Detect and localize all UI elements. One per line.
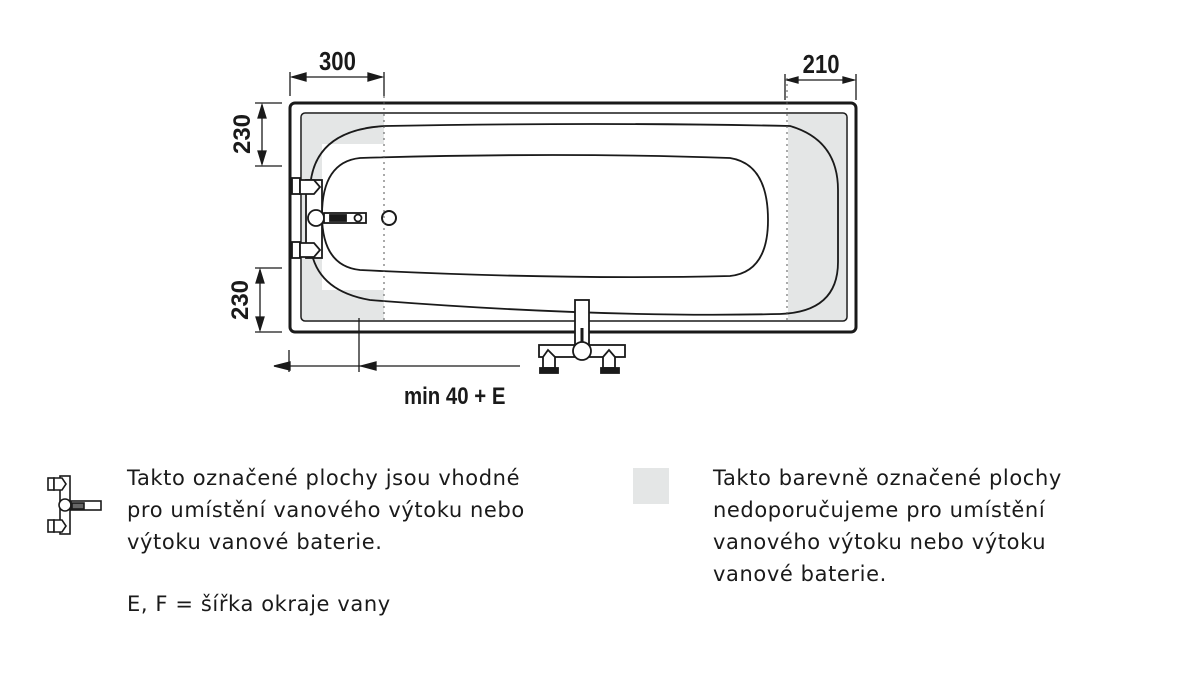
- legend-suitable-line-2: pro umístění vanového výtoku nebo: [127, 498, 525, 522]
- bathtub: [288, 101, 858, 334]
- legend-suitable-text: Takto označené plochy jsou vhodné pro um…: [127, 462, 525, 558]
- faucet-icon: [47, 475, 102, 535]
- basin-inner: [321, 154, 769, 279]
- legend-suitable-line-3: výtoku vanové baterie.: [127, 530, 383, 554]
- drain-icon: [381, 210, 397, 226]
- dim-label-210: 210: [803, 50, 840, 79]
- legend-not-recommended-text: Takto barevně označené plochy nedoporuču…: [713, 462, 1062, 590]
- legend-note-text: E, F = šířka okraje vany: [127, 592, 391, 616]
- dim-label-300: 300: [319, 47, 356, 76]
- bathtub-outer-rim: [288, 101, 858, 334]
- bathtub-diagram: 300 210 230 230 min 40 + E: [227, 47, 858, 409]
- bathtub-inner-rim: [300, 112, 848, 322]
- dim-label-230-lower: 230: [227, 280, 254, 320]
- legend-note: E, F = šířka okraje vany: [127, 588, 391, 620]
- guide-lines: [383, 78, 788, 320]
- dim-label-230-upper: 230: [229, 114, 256, 154]
- legend-not-recommended-line-3: vanového výtoku nebo výtoku: [713, 530, 1047, 554]
- basin-outer: [309, 123, 839, 316]
- legend-suitable-line-1: Takto označené plochy jsou vhodné: [127, 466, 521, 490]
- faucet-left-icon: [291, 177, 367, 259]
- dimension-lines: [255, 72, 857, 372]
- dim-label-min-40-e: min 40 + E: [404, 382, 505, 409]
- legend-not-recommended-line-2: nedoporučujeme pro umístění: [713, 498, 1046, 522]
- legend-not-recommended-line-1: Takto barevně označené plochy: [713, 466, 1062, 490]
- restricted-zone-swatch: [633, 468, 669, 504]
- faucet-side-icon: [538, 299, 626, 374]
- legend-not-recommended-line-4: vanové baterie.: [713, 562, 887, 586]
